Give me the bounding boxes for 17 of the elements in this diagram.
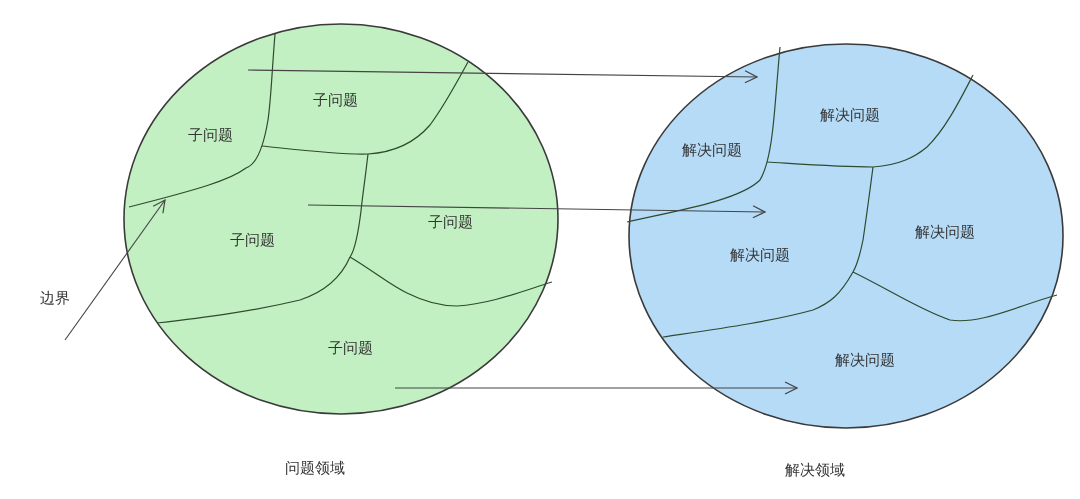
boundary-label: 边界: [40, 287, 70, 309]
region-label: 解决问题: [682, 139, 742, 161]
arrow: [64, 199, 166, 341]
region-label: 解决问题: [730, 244, 790, 266]
arrow: [307, 204, 766, 219]
region-label: 子问题: [312, 89, 358, 111]
region-label: 解决问题: [835, 349, 895, 371]
region-label: 子问题: [229, 229, 275, 251]
region-label: 子问题: [427, 211, 473, 233]
domain-caption: 解决领域: [785, 459, 845, 481]
arrow: [394, 381, 798, 395]
region-label: 子问题: [327, 337, 373, 359]
domain-caption: 问题领域: [285, 457, 345, 479]
region-label: 子问题: [187, 124, 233, 146]
region-label: 解决问题: [915, 221, 975, 243]
region-label: 解决问题: [820, 104, 880, 126]
arrow: [247, 69, 758, 84]
